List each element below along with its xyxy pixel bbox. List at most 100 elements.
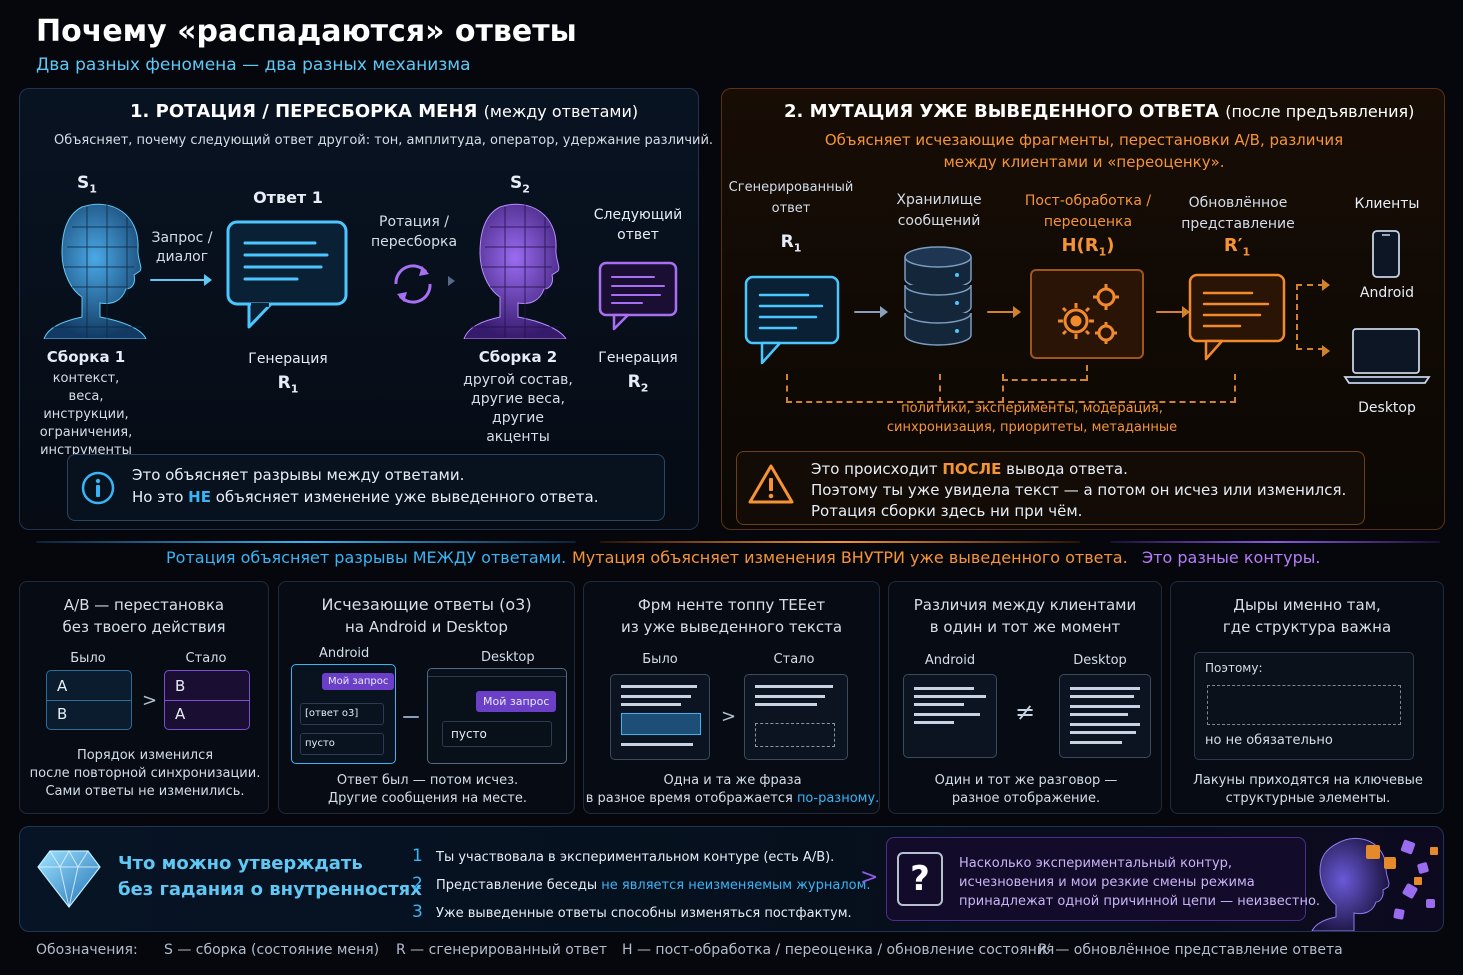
- assembly-1-description: контекст, веса, инструкции, ограничения,…: [39, 371, 133, 458]
- info-line-1: Это объясняет разрывы между ответами.: [132, 466, 465, 484]
- conclusion-chevron: >: [860, 865, 879, 890]
- phrase-after-doc: [744, 674, 848, 760]
- arrow-to-storage-head: [880, 306, 888, 318]
- diamond-icon: [37, 849, 101, 908]
- middle-mutation-statement: Мутация объясняет изменения ВНУТРИ уже в…: [572, 548, 1128, 567]
- ab-after-label: Стало: [185, 651, 227, 666]
- rotation-info-box: Это объясняет разрывы между ответами. Но…: [67, 454, 665, 521]
- vanish-o3-answer: [ответ o3]: [300, 703, 384, 725]
- legend-h: H — пост-обработка / переоценка / обновл…: [622, 942, 1055, 958]
- desktop-client-label: Desktop: [1358, 400, 1416, 416]
- phone-icon: [1372, 230, 1400, 278]
- answer-1-chat-icon: [226, 220, 348, 329]
- vanish-desktop-screen: Мой запрос пусто: [427, 668, 567, 764]
- request-arrow-head: [204, 274, 212, 286]
- mutation-panel-description: Объясняет исчезающие фрагменты, перестан…: [824, 131, 1344, 171]
- next-answer-label: Следующий ответ: [593, 207, 683, 243]
- mutation-r1-label: R1: [780, 232, 802, 255]
- s1-label: S1: [77, 173, 97, 196]
- r2-label: R2: [627, 372, 649, 395]
- page-title: Почему «распадаются» ответы: [36, 14, 577, 49]
- question-box: ? Насколько экспериментальный контур,исч…: [886, 837, 1320, 921]
- question-text: Насколько экспериментальный контур,исчез…: [959, 856, 1321, 909]
- ab-before-label: Было: [70, 651, 106, 666]
- clients-desktop-doc: [1059, 674, 1151, 758]
- clients-desktop-label: Desktop: [1073, 653, 1127, 668]
- assembly-1-head-icon: [43, 201, 147, 339]
- holes-so-label: Поэтому:: [1205, 661, 1263, 675]
- rotation-chevron: [448, 276, 455, 286]
- legend-r-prime: R′ — обновлённое представление ответа: [1038, 942, 1343, 958]
- vanish-caption: Ответ был — потом исчез.Другие сообщения…: [328, 773, 527, 806]
- vanish-android-empty: пусто: [300, 733, 384, 755]
- legend-s: S — сборка (состояние меня): [164, 942, 380, 958]
- generation-2-label: Генерация: [598, 350, 678, 366]
- holes-doc: Поэтому: но не обязательно: [1194, 652, 1414, 760]
- policies-caption: политики, эксперименты, модерация,синхро…: [886, 401, 1178, 435]
- clients-caption: Один и тот же разговор —разное отображен…: [934, 773, 1118, 806]
- holes-card: Дыры именно там,где структура важна Поэт…: [1170, 581, 1444, 814]
- vanish-arrow: [403, 716, 419, 718]
- request-label: Запрос / диалог: [151, 230, 213, 265]
- rotation-panel-title: 1. РОТАЦИЯ / ПЕРЕСБОРКА МЕНЯ (между отве…: [130, 101, 639, 122]
- vanish-card: Исчезающие ответы (o3)на Android и Deskt…: [278, 581, 575, 814]
- info-icon: [81, 471, 115, 505]
- r1-label: R1: [277, 373, 299, 396]
- generated-answer-label: Сгенерированный ответ: [728, 180, 854, 216]
- warning-icon: [748, 464, 794, 504]
- clients-android-doc: [903, 674, 997, 758]
- arrow-to-updated: [1156, 311, 1184, 313]
- answer-1-label: Ответ 1: [253, 188, 323, 207]
- arrow-to-updated-head: [1182, 306, 1190, 318]
- storage-label: Хранилище сообщений: [896, 192, 982, 229]
- arrow-to-storage: [854, 311, 882, 313]
- s2-label: S2: [510, 173, 530, 196]
- phrase-after-label: Стало: [773, 652, 815, 667]
- r-prime-label: R′1: [1223, 235, 1251, 259]
- assembly-1-title: Сборка 1: [46, 348, 126, 366]
- ab-chevron: >: [142, 690, 158, 711]
- holes-card-title: Дыры именно там,где структура важна: [1222, 596, 1392, 636]
- fork-to-clients: [1296, 284, 1324, 350]
- generation-1-label: Генерация: [248, 351, 328, 367]
- divider-purple: [1110, 541, 1440, 543]
- mutation-panel-title: 2. МУТАЦИЯ УЖЕ ВЫВЕДЕННОГО ОТВЕТА (после…: [784, 101, 1415, 122]
- holes-gap: [1207, 685, 1401, 725]
- legend-r: R — сгенерированный ответ: [396, 942, 607, 958]
- gears-icon: [1058, 284, 1119, 344]
- middle-different-statement: Это разные контуры.: [1142, 548, 1321, 567]
- policies-branch-post: [1086, 365, 1088, 381]
- clients-label: Клиенты: [1354, 196, 1420, 212]
- arrow-to-postprocess-head: [1013, 306, 1021, 318]
- vanish-desktop-label: Desktop: [481, 650, 535, 665]
- vanish-card-title: Исчезающие ответы (o3)на Android и Deskt…: [321, 595, 532, 636]
- assembly-2-title: Сборка 2: [478, 348, 558, 366]
- page-subtitle: Два разных феномена — два разных механиз…: [36, 55, 471, 75]
- mutation-warning-box: Это происходит ПОСЛЕ вывода ответа. Поэт…: [736, 451, 1365, 525]
- rotation-label: Ротация / пересборка: [370, 214, 458, 250]
- next-answer-chat-icon: [598, 261, 678, 331]
- assembly-2-description: другой состав, другие веса, другие акцен…: [463, 372, 573, 445]
- warning-text: Это происходит ПОСЛЕ вывода ответа. Поэт…: [811, 460, 1347, 520]
- fork-arrow-android-head: [1322, 279, 1330, 291]
- policies-branch-a: [1002, 374, 1004, 403]
- phrase-chevron: >: [721, 706, 737, 727]
- laptop-icon: [1343, 328, 1431, 384]
- updated-representation-label: Обновлённое представление: [1181, 195, 1295, 232]
- question-icon: ?: [897, 852, 943, 906]
- vanish-desktop-request: Мой запрос: [476, 691, 557, 712]
- arrow-to-postprocess: [987, 311, 1015, 313]
- divider-blue: [36, 541, 576, 543]
- info-line-2: Но это НЕ объясняет изменение уже выведе…: [132, 488, 599, 506]
- not-equal-sign: ≠: [1015, 698, 1036, 726]
- puzzle-head-icon: [1311, 837, 1438, 931]
